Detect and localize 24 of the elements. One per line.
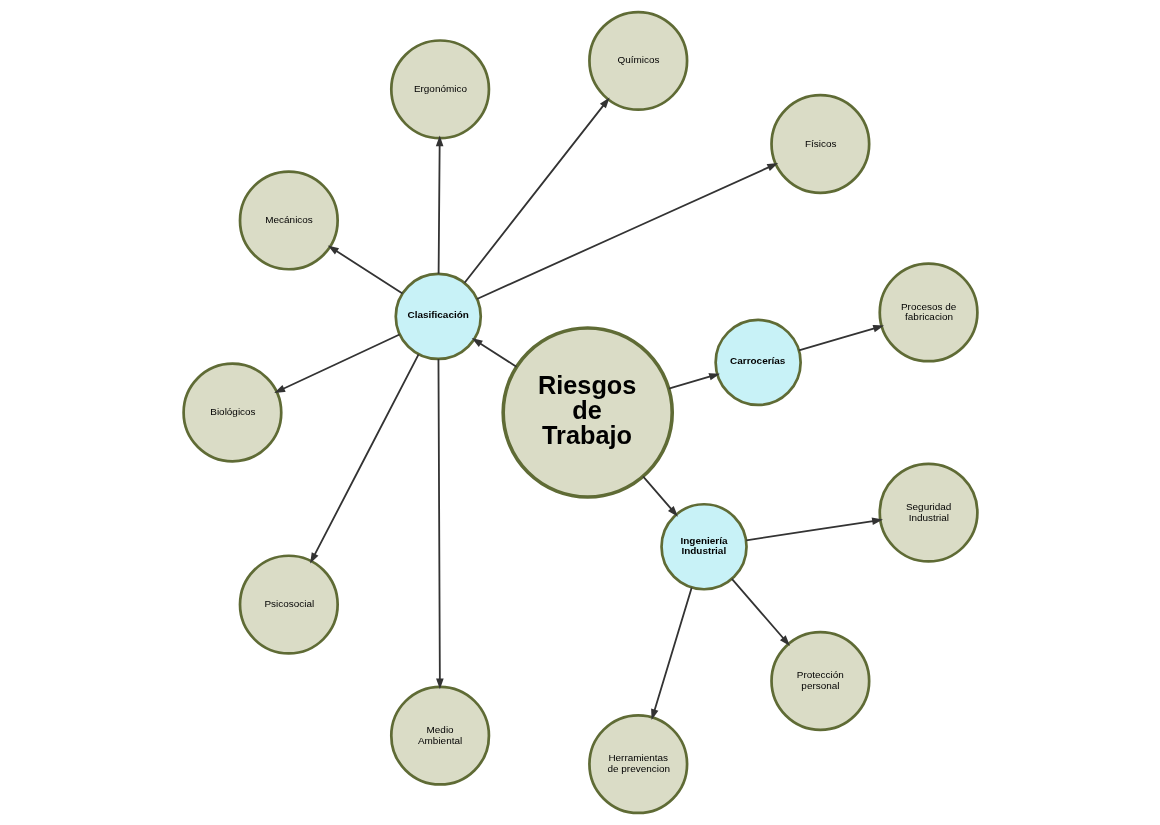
node-circle: Herramientas de prevencion [587, 714, 688, 815]
arrow [435, 135, 443, 275]
node-circle: Procesos de fabricacion [877, 262, 979, 363]
arrow [641, 475, 678, 517]
node-circle: Biológicos [181, 362, 283, 463]
arrow [730, 578, 790, 646]
arrow [667, 373, 720, 390]
node-circle: Seguridad Industrial [877, 462, 979, 563]
arrow [273, 333, 400, 393]
node-circle: Riesgos de Trabajo [500, 326, 674, 499]
arrow [797, 324, 884, 352]
arrow [650, 586, 693, 721]
node-circle: Protección personal [769, 630, 870, 732]
arrow [471, 337, 517, 368]
arrow [475, 163, 778, 300]
arrow [435, 358, 444, 690]
node-circle: Carrocerías [713, 318, 802, 407]
arrow [744, 517, 883, 542]
arrow [327, 245, 403, 295]
arrow [309, 353, 419, 564]
node-circle: Medio Ambiental [389, 685, 490, 786]
arrow [463, 97, 610, 284]
node-circle: Ergonómico [389, 39, 490, 140]
node-circle: Físicos [769, 93, 870, 195]
